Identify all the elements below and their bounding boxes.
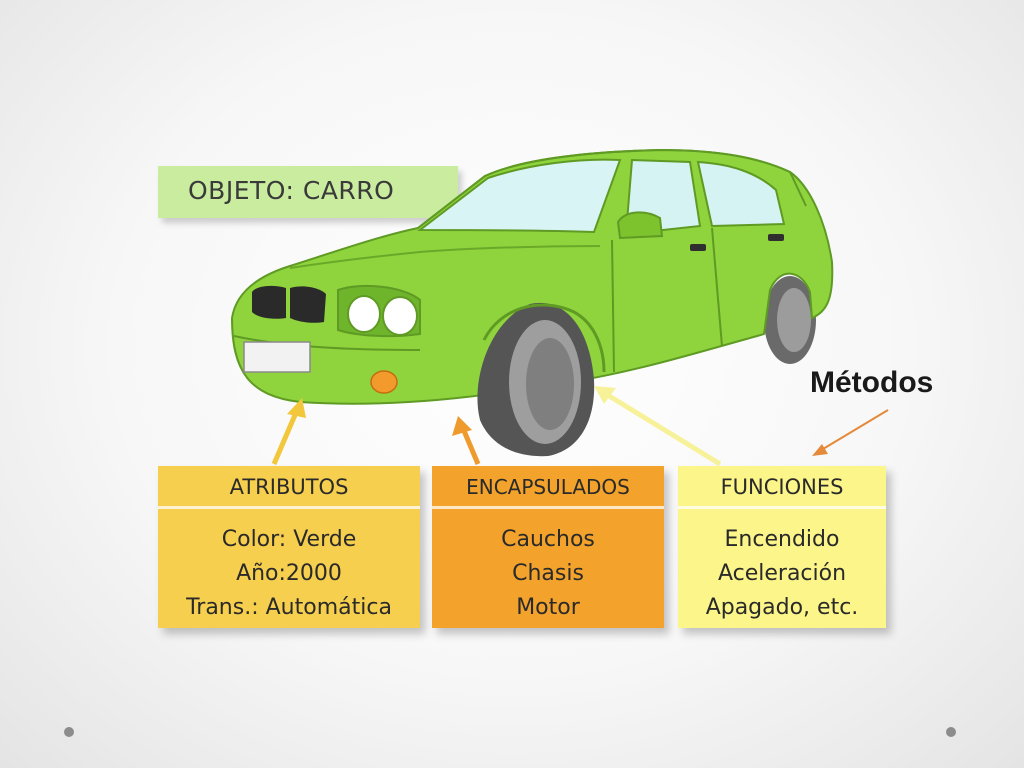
atributos-item: Trans.: Automática [186, 595, 392, 620]
fog-light [370, 370, 398, 394]
funciones-item: Apagado, etc. [705, 595, 859, 620]
license-plate [243, 341, 311, 373]
rear-wheel [764, 276, 816, 364]
front-wheel [477, 302, 595, 457]
rear-window [696, 160, 786, 228]
windshield [417, 158, 622, 234]
funciones-list: Encendido Aceleración Apagado, etc. [678, 509, 886, 625]
front-bumper [233, 335, 421, 351]
slide-nav-dot-left [64, 727, 74, 737]
arrow-metodos [812, 409, 889, 456]
encapsulados-item: Motor [516, 595, 580, 620]
hood-crease [289, 245, 601, 269]
atributos-item: Color: Verde [221, 527, 357, 552]
atributos-item: Año:2000 [236, 561, 342, 586]
slide-nav-dot-right [946, 727, 956, 737]
door-handle-rear [768, 234, 784, 241]
diagram-title: OBJETO: CARRO [188, 176, 395, 205]
encapsulados-list: Cauchos Chasis Motor [432, 509, 664, 625]
headlights [337, 284, 421, 338]
funciones-header: FUNCIONES [678, 466, 886, 509]
roof-line [417, 148, 807, 229]
arrow-encapsulados [452, 416, 481, 465]
funciones-item: Aceleración [717, 561, 847, 586]
funciones-item: Encendido [724, 527, 840, 552]
atributos-list: Color: Verde Año:2000 Trans.: Automática [158, 509, 420, 625]
encapsulados-box: ENCAPSULADOS Cauchos Chasis Motor [432, 466, 664, 628]
title-tag-background [158, 166, 458, 218]
door-seam-front [611, 239, 615, 373]
atributos-box: ATRIBUTOS Color: Verde Año:2000 Trans.: … [158, 466, 420, 628]
funciones-box: FUNCIONES Encendido Aceleración Apagado,… [678, 466, 886, 628]
encapsulados-header: ENCAPSULADOS [432, 466, 664, 509]
front-wheel-arch [482, 303, 606, 373]
arrow-atributos [271, 398, 306, 465]
metodos-annotation: Métodos [810, 366, 934, 399]
door-seam-rear [711, 227, 723, 347]
grille [252, 285, 326, 323]
encapsulados-item: Cauchos [501, 527, 595, 552]
door-handle-front [690, 244, 706, 251]
side-mirror [616, 211, 664, 240]
arrow-funciones [594, 386, 722, 467]
atributos-header: ATRIBUTOS [158, 466, 420, 509]
encapsulados-item: Chasis [512, 561, 584, 586]
